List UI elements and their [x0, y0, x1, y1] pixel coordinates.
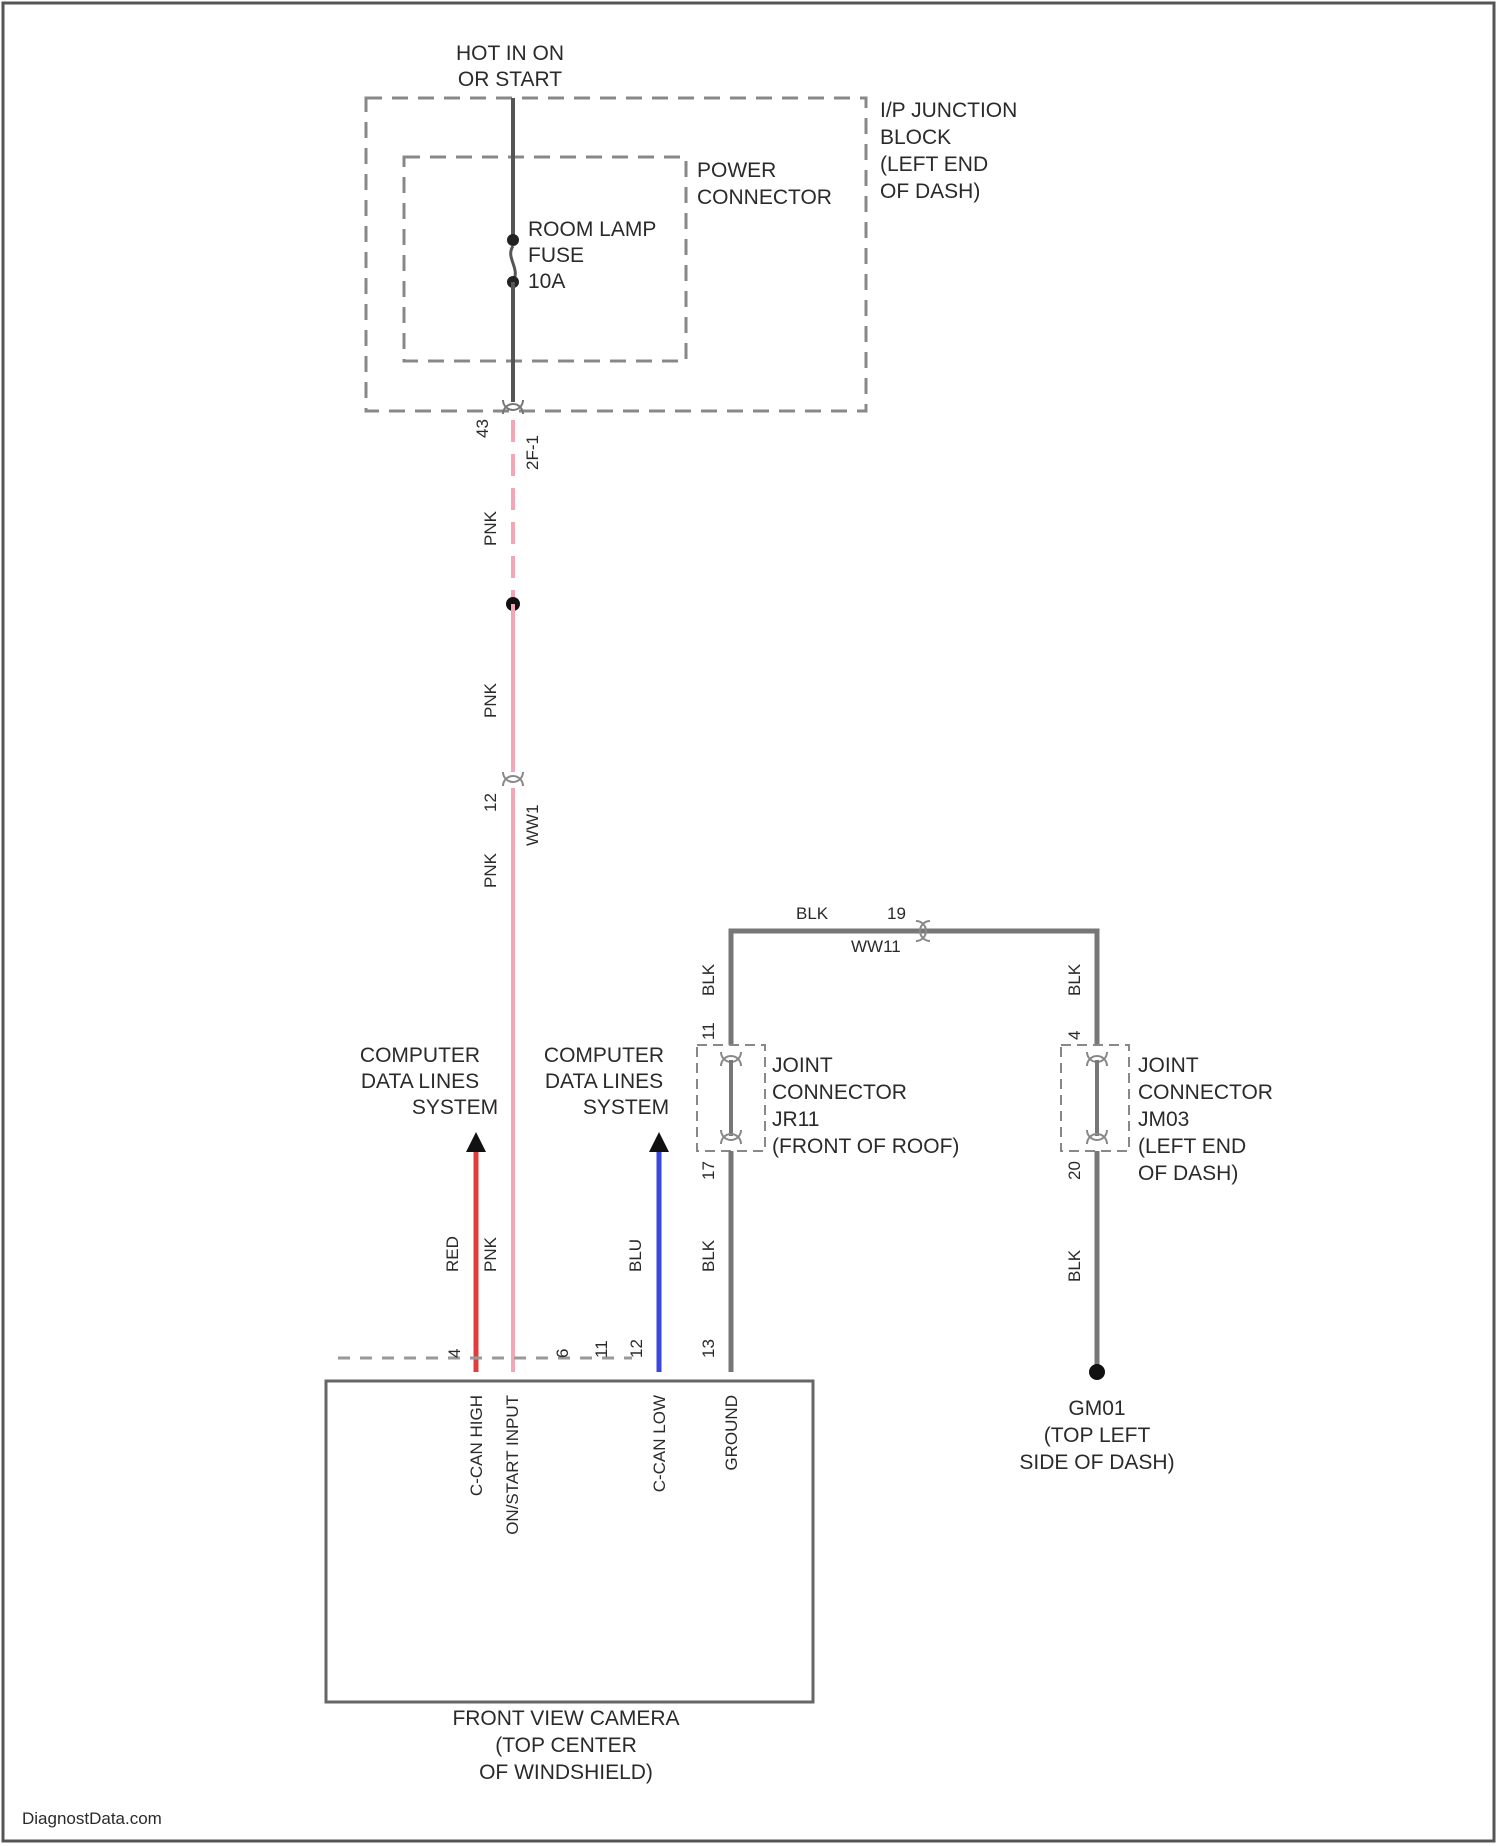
- ground-line1: GM01: [1068, 1397, 1125, 1420]
- power-source-line2: OR START: [458, 68, 562, 91]
- cam-label-on-start: ON/START INPUT: [503, 1395, 522, 1535]
- wire-color-blk-jr11-top: BLK: [699, 963, 718, 996]
- watermark: DiagnostData.com: [22, 1809, 162, 1828]
- power-connector-line2: CONNECTOR: [697, 186, 832, 209]
- cam-label-can-low: C-CAN LOW: [650, 1395, 669, 1492]
- wire-color-blk-jr11-bottom: BLK: [699, 1239, 718, 1272]
- junction-block-box: [366, 98, 866, 411]
- data-lines-left-1: COMPUTER: [360, 1044, 480, 1067]
- cam-pin-4: 4: [445, 1349, 464, 1358]
- joint-jr11-line4: (FRONT OF ROOF): [772, 1135, 959, 1158]
- joint-jr11-line1: JOINT: [772, 1054, 833, 1077]
- wire-color-pnk-3: PNK: [481, 852, 500, 888]
- fuse-line1: ROOM LAMP: [528, 218, 656, 241]
- conn-ww11: WW11: [851, 937, 901, 956]
- wire-color-blk-top: BLK: [796, 904, 829, 923]
- connector-ww1: [503, 772, 523, 786]
- pin-11-jr11: 11: [699, 1022, 718, 1040]
- data-lines-left-2: DATA LINES: [361, 1070, 479, 1093]
- conn-ww1: WW1: [523, 804, 542, 846]
- fuse-terminal-top: [507, 234, 519, 246]
- pin-12: 12: [481, 793, 500, 812]
- joint-jr11-line3: JR11: [772, 1108, 819, 1131]
- pin-20-jm3: 20: [1065, 1161, 1084, 1180]
- wire-color-blk-jm3-top: BLK: [1065, 963, 1084, 996]
- wire-color-pnk-1: PNK: [481, 510, 500, 546]
- junction-block-line4: OF DASH): [880, 180, 980, 203]
- conn-2f1: 2F-1: [523, 435, 542, 470]
- camera-title-line3: OF WINDSHIELD): [479, 1761, 653, 1784]
- wire-color-pnk-4: PNK: [481, 1236, 500, 1272]
- junction-block-line2: BLOCK: [880, 126, 951, 149]
- cam-label-can-high: C-CAN HIGH: [467, 1395, 486, 1496]
- wire-color-blu: BLU: [626, 1239, 645, 1272]
- junction-block-line3: (LEFT END: [880, 153, 988, 176]
- pin-17-jr11: 17: [699, 1161, 718, 1180]
- data-lines-right-3: SYSTEM: [583, 1096, 669, 1119]
- data-lines-right-2: DATA LINES: [545, 1070, 663, 1093]
- junction-block-line1: I/P JUNCTION: [880, 99, 1017, 122]
- power-connector-line1: POWER: [697, 159, 776, 182]
- data-lines-right-arrow: [649, 1132, 669, 1152]
- fuse-line3: 10A: [528, 270, 565, 293]
- data-lines-right-1: COMPUTER: [544, 1044, 664, 1067]
- cam-pin-12: 12: [627, 1339, 646, 1358]
- ground-line3: SIDE OF DASH): [1019, 1451, 1174, 1474]
- joint-jm3-line2: CONNECTOR: [1138, 1081, 1273, 1104]
- joint-jr11-line2: CONNECTOR: [772, 1081, 907, 1104]
- power-source-line1: HOT IN ON: [456, 42, 564, 65]
- pin-43: 43: [473, 419, 492, 438]
- camera-title-line2: (TOP CENTER: [495, 1734, 637, 1757]
- joint-jm3-line3: JM03: [1138, 1108, 1189, 1131]
- data-lines-left-3: SYSTEM: [412, 1096, 498, 1119]
- joint-jm3-line1: JOINT: [1138, 1054, 1199, 1077]
- cam-label-ground: GROUND: [722, 1395, 741, 1471]
- cam-pin-11: 11: [592, 1340, 611, 1358]
- joint-jm3-line5: OF DASH): [1138, 1162, 1238, 1185]
- data-lines-left-arrow: [466, 1132, 486, 1152]
- page-frame: [3, 3, 1494, 1841]
- joint-jm3-line4: (LEFT END: [1138, 1135, 1246, 1158]
- fuse-line2: FUSE: [528, 244, 584, 267]
- cam-pin-6: 6: [553, 1349, 572, 1358]
- ground-line2: (TOP LEFT: [1044, 1424, 1151, 1447]
- cam-pin-13: 13: [699, 1339, 718, 1358]
- camera-title-line1: FRONT VIEW CAMERA: [452, 1707, 679, 1730]
- wire-color-blk-jm3-bottom: BLK: [1065, 1249, 1084, 1282]
- wire-color-red: RED: [443, 1236, 462, 1272]
- wire-color-pnk-2: PNK: [481, 682, 500, 718]
- pin-19: 19: [887, 904, 906, 923]
- ground-point: [1089, 1364, 1105, 1380]
- blk-wire-top-loop: [731, 931, 1097, 1045]
- pin-4-jm3: 4: [1065, 1031, 1084, 1040]
